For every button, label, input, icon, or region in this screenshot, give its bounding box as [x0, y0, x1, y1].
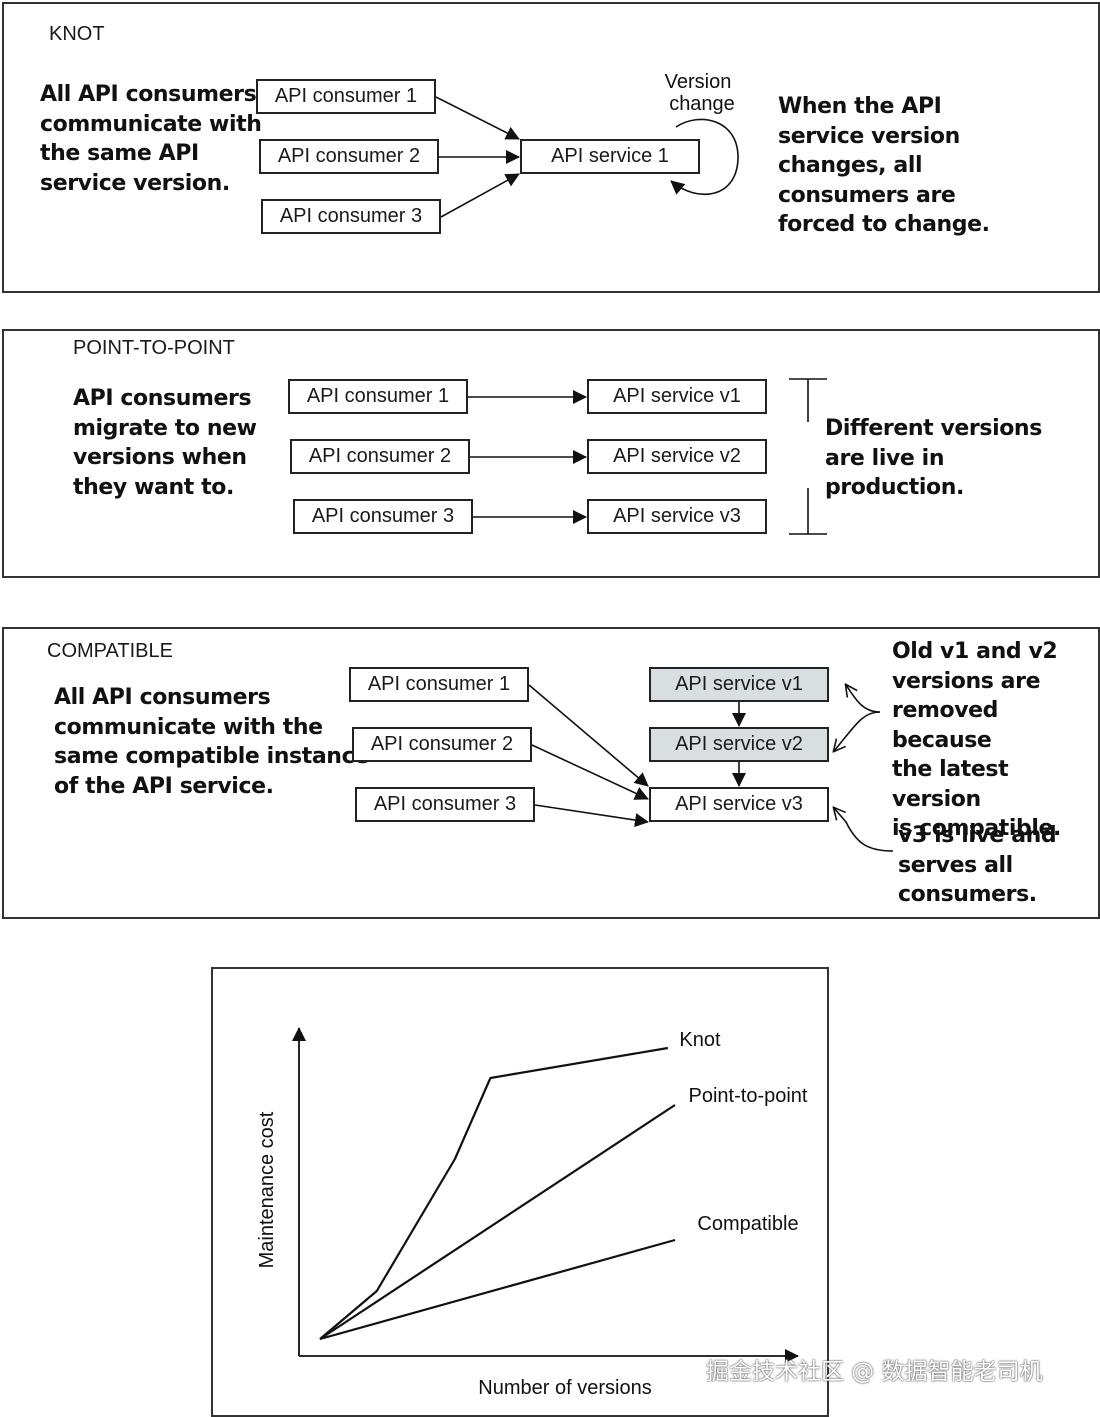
compatible-arrows	[528, 684, 894, 852]
knot-consumer-1: API consumer 1	[256, 79, 436, 114]
version-change-label-2: change	[669, 93, 735, 115]
p2p-left-note: API consumers migrate to new versions wh…	[73, 386, 257, 500]
compatible-arrow-1	[528, 684, 649, 787]
knot-consumer-3: API consumer 3	[261, 199, 441, 234]
p2p-consumer-1: API consumer 1	[288, 379, 468, 414]
knot-right-note: When the API service version changes, al…	[778, 94, 990, 237]
compatible-live-note: v3 is live and serves all consumers.	[898, 823, 1057, 907]
knot-left-note: All API consumers communicate with the s…	[40, 82, 262, 196]
p2p-service-v1: API service v1	[587, 379, 767, 414]
compatible-removed-note: Old v1 and v2 versions are removed becau…	[892, 639, 1061, 841]
series-line-compatible	[319, 1238, 676, 1341]
version-change-label-1: Version	[665, 71, 732, 93]
version-change-loop	[670, 118, 739, 196]
series-label-point-to-point: Point-to-point	[689, 1085, 808, 1107]
series-line-knot	[319, 1046, 669, 1340]
compatible-service-v3: API service v3	[649, 787, 829, 822]
p2p-consumer-3: API consumer 3	[293, 499, 473, 534]
p2p-panel	[2, 329, 1100, 578]
compatible-panel	[2, 627, 1100, 919]
compatible-arrow-2	[531, 744, 649, 800]
p2p-service-v3: API service v3	[587, 499, 767, 534]
knot-arrows	[435, 96, 739, 218]
knot-consumer-2: API consumer 2	[259, 139, 439, 174]
knot-service-1: API service 1	[520, 139, 700, 174]
compatible-arrow-3	[534, 804, 649, 827]
removed-callout-v2	[834, 711, 881, 751]
maintenance-cost-chart: Number of versions Maintenance cost Knot…	[256, 1027, 808, 1399]
knot-arrow-3	[440, 173, 520, 218]
live-callout	[834, 808, 894, 852]
chart-x-label: Number of versions	[478, 1377, 651, 1399]
compatible-consumer-2: API consumer 2	[352, 727, 532, 762]
chart-panel	[211, 967, 829, 1417]
compatible-title: COMPATIBLE	[47, 640, 173, 662]
watermark: 掘金技术社区 @ 数据智能老司机	[706, 1359, 1043, 1385]
p2p-consumer-2: API consumer 2	[290, 439, 470, 474]
removed-callout-v1	[846, 685, 881, 713]
p2p-arrows	[468, 378, 827, 535]
p2p-service-v2: API service v2	[587, 439, 767, 474]
series-label-knot: Knot	[679, 1029, 721, 1051]
p2p-right-note: Different versions are live in productio…	[825, 416, 1042, 500]
chart-y-label: Maintenance cost	[256, 1111, 278, 1268]
compatible-consumer-3: API consumer 3	[355, 787, 535, 822]
compatible-consumer-1: API consumer 1	[349, 667, 529, 702]
p2p-bracket	[789, 378, 827, 535]
series-line-point-to-point	[319, 1104, 676, 1340]
p2p-title: POINT-TO-POINT	[73, 337, 235, 359]
knot-title: KNOT	[49, 23, 105, 45]
series-label-compatible: Compatible	[697, 1213, 798, 1235]
compatible-left-note: All API consumers communicate with the s…	[54, 685, 369, 799]
compatible-service-v2: API service v2	[649, 727, 829, 762]
compatible-service-v1: API service v1	[649, 667, 829, 702]
knot-arrow-1	[435, 96, 520, 140]
